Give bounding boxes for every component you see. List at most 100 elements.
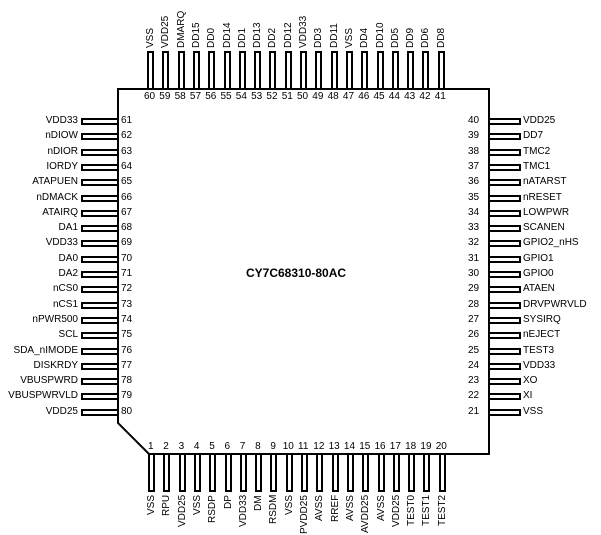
- pin-61-name: VDD33: [45, 115, 78, 126]
- pin-19-name: TEST1: [421, 494, 433, 526]
- pin-7-name: VDD33: [237, 494, 249, 527]
- pin-63-lead: [81, 148, 119, 156]
- pin-24-lead: [488, 362, 521, 370]
- pin-58-number: 58: [174, 91, 186, 102]
- pin-65-number: 65: [121, 176, 133, 188]
- pin-18-number: 18: [405, 441, 417, 452]
- pin-74-name: nPWR500: [32, 313, 78, 325]
- pin-79-lead: [81, 393, 119, 401]
- pin-23-lead: [488, 378, 521, 386]
- pin-9-number: 9: [270, 441, 276, 452]
- pin-66-lead: [81, 194, 119, 202]
- pin-31-lead: [488, 255, 521, 263]
- pin-7-lead: [239, 453, 247, 492]
- pin-64-name: IORDY: [46, 160, 78, 172]
- pin-22-name: XI: [523, 390, 533, 402]
- pin-12-lead: [316, 453, 324, 492]
- pin-12-name: AVSS: [314, 495, 326, 521]
- pin-56-lead: [208, 51, 216, 90]
- pin-62-name: nDIOW: [45, 130, 78, 142]
- pin-23-number: 23: [468, 375, 480, 387]
- pin-26-number: 26: [468, 329, 480, 341]
- pin-75-number: 75: [121, 329, 133, 341]
- pin-13-name: RREF: [329, 494, 341, 522]
- pin-16-name: AVSS: [375, 495, 387, 521]
- pin-68-name: DA1: [58, 222, 78, 234]
- pin-33-number: 33: [468, 222, 480, 234]
- pin-49-number: 49: [312, 91, 324, 102]
- pin-56-number: 56: [205, 91, 217, 102]
- pin-17-number: 17: [389, 441, 401, 452]
- pin-21-name: VSS: [523, 405, 544, 417]
- pin-14-lead: [346, 453, 354, 492]
- pin-63-name: nDIOR: [47, 145, 78, 157]
- pin-11-name: PVDD25: [299, 495, 310, 534]
- pin-48-lead: [330, 51, 338, 90]
- pin-42-number: 42: [419, 91, 431, 102]
- pin-70-lead: [81, 255, 119, 263]
- pin-2-name: RPU: [161, 494, 173, 516]
- pin-49-name: DD3: [313, 27, 325, 48]
- pin-2-lead: [163, 453, 171, 492]
- pin-79-number: 79: [121, 390, 133, 402]
- pin-48-number: 48: [327, 91, 339, 102]
- pin-78-lead: [81, 378, 119, 386]
- pin-68-number: 68: [121, 222, 133, 234]
- pin-18-name: TEST0: [406, 494, 418, 526]
- pin-77-lead: [81, 362, 119, 370]
- pin-24-number: 24: [468, 359, 480, 371]
- pin-44-number: 44: [388, 91, 400, 102]
- pin-20-name: TEST2: [436, 494, 448, 526]
- pin-51-lead: [284, 51, 292, 90]
- pin-1-number: 1: [148, 441, 154, 452]
- pin-70-name: DA0: [58, 252, 78, 264]
- pin-32-number: 32: [468, 237, 480, 249]
- pin-27-number: 27: [468, 313, 480, 325]
- pin-2-number: 2: [163, 441, 169, 452]
- pin-52-name: DD2: [267, 27, 279, 48]
- pin-64-number: 64: [121, 160, 133, 172]
- pin-73-lead: [81, 301, 119, 309]
- pin-40-number: 40: [468, 115, 480, 126]
- pin-74-lead: [81, 316, 119, 324]
- pin-49-lead: [315, 51, 323, 90]
- pin-44-lead: [391, 51, 399, 90]
- pin-72-lead: [81, 286, 119, 294]
- pin-44-name: DD5: [389, 27, 401, 48]
- pin-67-number: 67: [121, 206, 133, 218]
- pin-68-lead: [81, 225, 119, 233]
- pin-26-name: nEJECT: [523, 329, 561, 341]
- pin-11-lead: [301, 453, 308, 492]
- pin-61-lead: [81, 118, 119, 125]
- pin-60-number: 60: [144, 91, 156, 102]
- pin-42-name: DD6: [420, 27, 432, 48]
- pin-63-number: 63: [121, 145, 133, 157]
- pin-59-name: VDD25: [160, 15, 172, 48]
- pin-29-number: 29: [468, 283, 480, 295]
- pin-33-lead: [488, 225, 521, 233]
- pin-38-name: TMC2: [523, 145, 551, 157]
- pin-50-name: VDD33: [298, 15, 309, 48]
- pin-46-number: 46: [358, 91, 370, 102]
- pin-66-name: nDMACK: [36, 191, 78, 203]
- pin-69-name: VDD33: [45, 237, 78, 249]
- pin-13-lead: [331, 453, 339, 492]
- pin-54-name: DD1: [236, 27, 248, 48]
- pin-77-number: 77: [121, 359, 133, 371]
- pin-80-number: 80: [121, 405, 133, 417]
- pin-8-name: DM: [253, 495, 265, 511]
- pin-80-lead: [81, 408, 119, 416]
- pin-51-number: 51: [281, 91, 293, 102]
- pin-3-number: 3: [178, 441, 185, 452]
- pin-19-lead: [423, 453, 431, 492]
- pin-69-lead: [81, 240, 119, 248]
- pin-40-lead: [488, 118, 521, 125]
- pin-9-lead: [270, 453, 278, 492]
- pin-58-lead: [177, 51, 185, 90]
- pin-15-lead: [362, 453, 370, 492]
- pin-12-number: 12: [313, 441, 325, 452]
- pin-72-number: 72: [121, 283, 133, 295]
- pin-26-lead: [488, 332, 521, 340]
- pin-16-number: 16: [374, 441, 386, 452]
- pin-62-lead: [81, 133, 119, 141]
